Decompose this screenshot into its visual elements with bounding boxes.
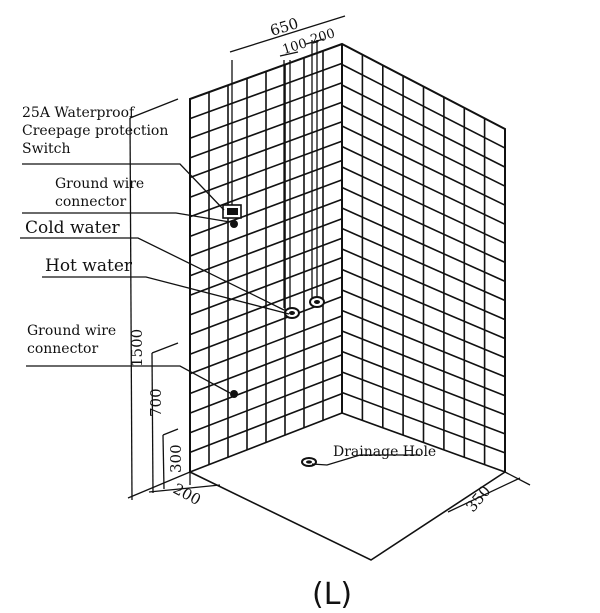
shower-tray <box>189 412 506 561</box>
ground-connector-upper-icon <box>230 220 238 228</box>
tile-joint-line <box>341 207 506 283</box>
ground-lower-label-line2: connector <box>27 341 98 357</box>
tile-joint-line <box>341 145 506 226</box>
wall-outline <box>189 42 506 472</box>
ground-lower-label-line1: Ground wire <box>27 323 116 339</box>
tile-joint-line <box>189 334 343 395</box>
tile-joint-line <box>341 309 506 378</box>
drainage-hole-icon <box>301 457 317 467</box>
tile-joint-line <box>341 391 506 454</box>
ground-connector-lower-icon <box>230 390 238 398</box>
tile-joint-line <box>341 186 506 264</box>
tile-joint-line <box>341 166 506 245</box>
tile-joint-line <box>189 353 343 414</box>
tile-joint-line <box>189 392 343 454</box>
tile-joint-line <box>189 315 343 375</box>
tile-joint-line <box>341 125 506 206</box>
tile-joint-line <box>341 289 506 359</box>
dimension-650: 650 <box>268 14 301 40</box>
tile-joint-line <box>189 373 343 434</box>
dimension-100: 100 <box>281 36 309 58</box>
hot-water-outlet-icon <box>284 307 300 319</box>
tile-joint-line <box>341 84 506 168</box>
tile-joint-line <box>341 63 506 149</box>
dimension-300: 300 <box>167 444 185 473</box>
left-tile-wall <box>189 50 343 465</box>
switch-label-line2: Creepage protection <box>22 123 168 139</box>
tile-joint-line <box>341 268 506 340</box>
dimension-200-top: 200 <box>309 26 337 48</box>
dimension-1500: 1500 <box>128 329 146 367</box>
dimension-350: 350 <box>462 482 494 516</box>
cold-water-label: Cold water <box>25 218 121 238</box>
tile-joint-line <box>341 104 506 187</box>
leader-lines <box>20 163 420 466</box>
switch-label-line3: Switch <box>22 141 71 157</box>
ground-upper-label-line2: connector <box>55 194 126 210</box>
ground-upper-label-line1: Ground wire <box>55 176 144 192</box>
hot-water-label: Hot water <box>45 256 133 276</box>
right-tile-wall <box>341 54 506 465</box>
dimension-200-depth: 200 <box>170 480 204 509</box>
tile-joint-line <box>341 350 506 416</box>
diagram-caption: (L) <box>312 577 352 608</box>
dimension-700: 700 <box>147 388 165 417</box>
tile-joint-line <box>341 248 506 321</box>
tile-joint-line <box>341 371 506 435</box>
tile-joint-line <box>341 227 506 302</box>
tile-joint-line <box>341 330 506 397</box>
dimension-lines <box>127 15 531 513</box>
switch-label-line1: 25A Waterproof <box>22 105 136 121</box>
cold-water-outlet-icon <box>309 296 325 308</box>
protection-switch-icon <box>222 204 242 219</box>
drainage-hole-label: Drainage Hole <box>333 444 436 460</box>
